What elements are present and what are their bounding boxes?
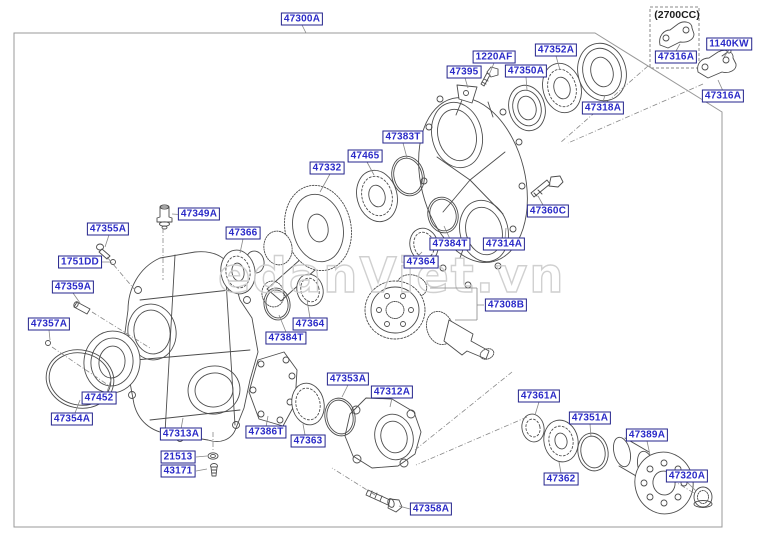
bearing-47465 <box>356 169 398 223</box>
part-label-47300a-0[interactable]: 47300A <box>280 12 324 26</box>
part-label-47312a-26[interactable]: 47312A <box>370 385 414 399</box>
part-label-47332-11[interactable]: 47332 <box>309 161 345 175</box>
part-label-47360c-12[interactable]: 47360C <box>526 204 570 218</box>
bolt-43171 <box>210 463 218 477</box>
part-label-47386t-32[interactable]: 47386T <box>245 425 287 439</box>
part-label-47366-15[interactable]: 47366 <box>225 226 261 240</box>
o-ring-47384t-upper <box>427 196 459 234</box>
part-label-47352a-6[interactable]: 47352A <box>534 43 578 57</box>
oil-seal-47452 <box>83 330 141 394</box>
transfer-case-housing <box>120 251 259 442</box>
part-label-47313a-31[interactable]: 47313A <box>159 427 203 441</box>
part-label-47395-5[interactable]: 47395 <box>446 65 482 79</box>
bearing-47363 <box>291 382 325 426</box>
breather-plug-47349a <box>156 204 173 230</box>
part-label-47318a-8[interactable]: 47318A <box>581 101 625 115</box>
part-label-47320a-37[interactable]: 47320A <box>665 469 709 483</box>
part-label-47359a-20[interactable]: 47359A <box>51 280 95 294</box>
part-label-47349a-13[interactable]: 47349A <box>177 207 221 221</box>
ball-1751dd <box>110 259 116 265</box>
part-label-1220af-4[interactable]: 1220AF <box>472 50 516 64</box>
part-label-47361a-27[interactable]: 47361A <box>517 389 561 403</box>
rear-cover <box>418 90 528 289</box>
part-label-47314a-18[interactable]: 47314A <box>482 237 526 251</box>
part-label-1751dd-16[interactable]: 1751DD <box>58 255 102 269</box>
flange-nut-47320a <box>693 486 713 508</box>
o-ring-47354a <box>45 349 115 409</box>
oil-seal-47350a <box>508 84 546 132</box>
bearing-47361a <box>521 413 545 443</box>
part-label-47354a-30[interactable]: 47354A <box>50 412 94 426</box>
part-label-47364-19[interactable]: 47364 <box>403 255 439 269</box>
part-label-47350a-7[interactable]: 47350A <box>504 64 548 78</box>
extension-housing <box>344 397 422 469</box>
part-label-47384t-17[interactable]: 47384T <box>429 237 471 251</box>
companion-flange <box>612 436 694 515</box>
part-label-47355a-14[interactable]: 47355A <box>86 222 130 236</box>
part-label-47383t-9[interactable]: 47383T <box>382 130 424 144</box>
bearing-47364-left <box>296 273 324 307</box>
part-label-47452-28[interactable]: 47452 <box>81 391 117 405</box>
oil-seal-47351a <box>577 432 609 472</box>
part-label-47465-10[interactable]: 47465 <box>347 149 383 163</box>
part-label-47357a-23[interactable]: 47357A <box>27 317 71 331</box>
bolt-47360c <box>530 175 564 198</box>
diagram-frame <box>13 32 723 528</box>
part-label-47358a-39[interactable]: 47358A <box>409 502 453 516</box>
part-label-47353a-25[interactable]: 47353A <box>326 372 370 386</box>
pin-47359a <box>73 301 91 315</box>
bearing-47362 <box>543 419 579 463</box>
bracket-47395 <box>456 84 478 104</box>
washer-21513 <box>207 452 219 460</box>
bracket-47316a-2700cc <box>659 21 695 49</box>
part-label-43171-36[interactable]: 43171 <box>160 464 196 478</box>
part-label-47316a-3[interactable]: 47316A <box>701 89 745 103</box>
o-ring-47383t <box>391 155 425 197</box>
bolt-47355a <box>96 243 111 260</box>
bolt-47358a <box>365 489 403 513</box>
part-label-47364-22[interactable]: 47364 <box>292 317 328 331</box>
part-label-47363-34[interactable]: 47363 <box>290 434 326 448</box>
part-label-47389a-33[interactable]: 47389A <box>625 428 669 442</box>
hypoid-gear-set <box>364 274 495 360</box>
part-label-47362-38[interactable]: 47362 <box>543 472 579 486</box>
part-label-47316a-1[interactable]: 47316A <box>654 50 698 64</box>
part-label-47308b-21[interactable]: 47308B <box>484 298 528 312</box>
o-ring-47353a <box>324 397 356 437</box>
part-label-21513-35[interactable]: 21513 <box>160 450 196 464</box>
o-ring-47384t-left <box>263 287 291 321</box>
part-label-47384t-24[interactable]: 47384T <box>265 331 307 345</box>
watermark-text: edanViet.vn <box>218 248 565 304</box>
bolt-1220af <box>480 66 499 87</box>
pin-47357a <box>45 340 51 346</box>
part-label-1140kw-2[interactable]: 1140KW <box>706 37 752 51</box>
oil-seal-47318a <box>577 42 627 102</box>
part-label-47351a-29[interactable]: 47351A <box>568 411 612 425</box>
bearing-47366 <box>220 249 256 295</box>
option-note-2700cc: (2700CC) <box>654 9 700 21</box>
